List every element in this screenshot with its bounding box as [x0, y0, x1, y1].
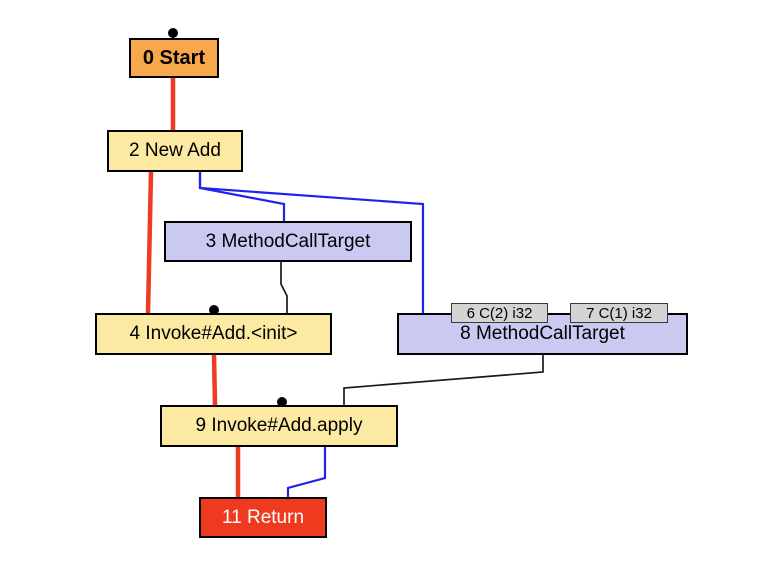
graph-node-label: 0 Start	[142, 46, 206, 69]
graph-node-label: 3 MethodCallTarget	[205, 230, 371, 252]
graph-node-label: 9 Invoke#Add.apply	[195, 415, 363, 436]
graph-node-label: 8 MethodCallTarget	[460, 323, 625, 344]
graph-node-2[interactable]: 2 New Add	[107, 130, 243, 172]
graph-node-label: 11 Return	[221, 506, 305, 528]
graph-node-0[interactable]: 0 Start	[129, 38, 219, 78]
constant-input-slot[interactable]: 7 C(1) i32	[570, 303, 668, 323]
graph-node-9[interactable]: 9 Invoke#Add.apply	[160, 405, 398, 447]
graph-node-3[interactable]: 3 MethodCallTarget	[164, 221, 412, 262]
graph-node-label: 4 Invoke#Add.<init>	[129, 323, 298, 344]
constant-input-slot-label: 6 C(2) i32	[466, 304, 533, 322]
graph-node-11[interactable]: 11 Return	[199, 497, 327, 538]
constant-input-slot[interactable]: 6 C(2) i32	[451, 303, 548, 323]
graph-node-label: 2 New Add	[129, 140, 221, 161]
graph-node-4[interactable]: 4 Invoke#Add.<init>	[95, 313, 332, 355]
constant-input-slot-label: 7 C(1) i32	[586, 304, 652, 322]
